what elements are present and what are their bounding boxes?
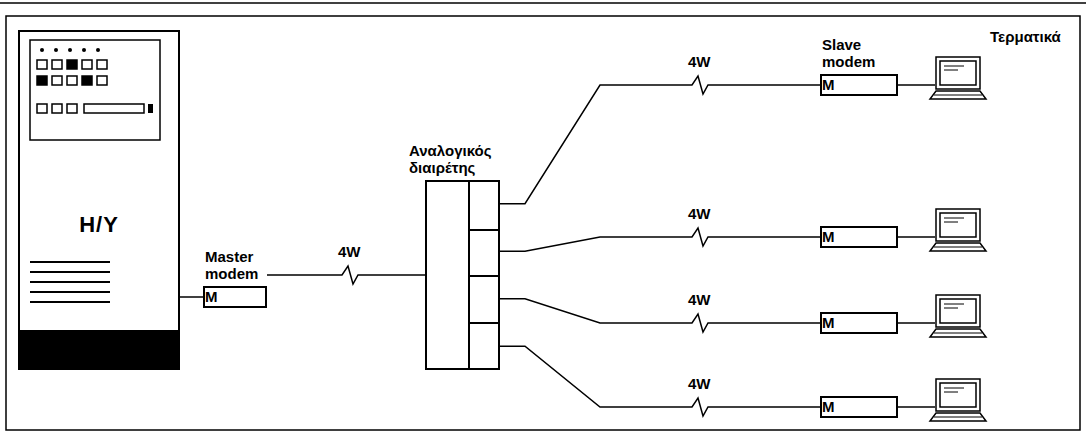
modem-box: Master modemM	[203, 286, 267, 308]
modem-letter: M	[205, 288, 218, 305]
modem-letter: M	[822, 228, 835, 245]
line-label: 4W	[686, 205, 713, 222]
terminal-cables	[898, 85, 935, 407]
frame	[6, 16, 1080, 430]
line-label: 4W	[686, 53, 713, 70]
splitter-port	[468, 229, 498, 276]
line-label: 4W	[686, 375, 713, 392]
splitter-port	[468, 182, 498, 229]
terminal	[930, 379, 986, 421]
line-connector	[500, 76, 820, 204]
terminal	[930, 57, 986, 99]
modem-letter: M	[822, 76, 835, 93]
line-label: 4W	[686, 291, 713, 308]
modem-box: M	[820, 312, 898, 334]
splitter-port	[468, 275, 498, 322]
terminal	[930, 209, 986, 251]
caption-label: Τερματικά	[990, 28, 1061, 45]
modem-heading: Master modem	[205, 248, 275, 282]
modem-letter: M	[822, 398, 835, 415]
line-connector	[180, 297, 203, 298]
line-connector	[500, 299, 820, 332]
modem-heading: Slave modem	[822, 36, 892, 70]
splitter-port	[468, 322, 498, 369]
modem-letter: M	[822, 314, 835, 331]
splitter-heading: Αναλογικός διαιρέτης	[409, 142, 519, 176]
analog-splitter: Αναλογικός διαιρέτης	[425, 180, 500, 370]
line-connector	[500, 346, 820, 416]
computer-cabinet	[18, 30, 180, 370]
modem-box: M	[820, 396, 898, 418]
computer-label: H/Y	[20, 212, 178, 238]
terminal	[930, 295, 986, 337]
line-label: 4W	[336, 243, 363, 260]
line-connector	[500, 228, 820, 251]
frame-line	[0, 2, 1086, 4]
line-connector	[267, 266, 425, 284]
modem-box: M	[820, 226, 898, 248]
modem-box: Slave modemM	[820, 74, 898, 96]
computer-box: H/Y	[18, 30, 180, 370]
